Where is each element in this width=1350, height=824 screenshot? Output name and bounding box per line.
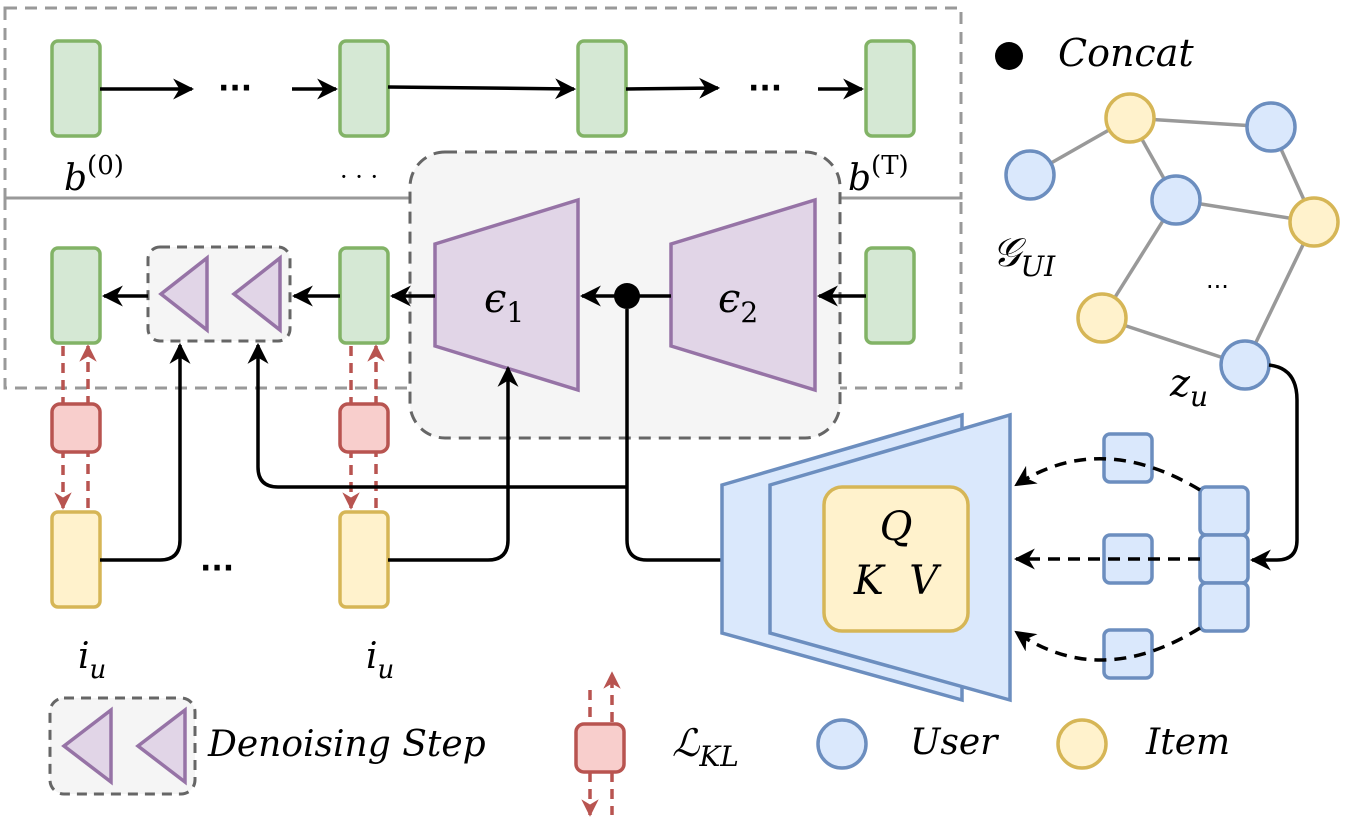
item-ellipsis: ··· [200, 551, 234, 586]
bT-label: b(T) [848, 151, 909, 199]
legend-item-label: Item [1145, 722, 1230, 763]
dashed-arrow-bottom [1014, 626, 1201, 662]
graph-user-node-zu [1219, 339, 1271, 391]
graph-user-node-3 [1150, 174, 1202, 226]
graph-label: 𝒢UI [992, 230, 1056, 283]
top-ellipsis-2: ··· [748, 71, 782, 106]
reverse-block-3 [864, 246, 916, 345]
item-block-1 [50, 510, 102, 609]
zu-label: zu [1169, 361, 1208, 413]
kl-box-2 [338, 402, 390, 454]
legend-denoise-triangle-1 [61, 706, 113, 786]
epsilon1-network [433, 197, 580, 393]
denoising-step-box [146, 245, 292, 343]
token-stack-2 [1198, 533, 1250, 585]
arrow-zu-to-tokens [1249, 363, 1299, 571]
top-arrow-3 [387, 78, 577, 100]
reverse-block-2 [338, 246, 390, 345]
token-1 [1102, 432, 1154, 484]
concat-legend-dot [995, 42, 1023, 70]
legend-denoising-box [48, 696, 197, 796]
item-block-2 [338, 510, 390, 609]
graph-item-node-1 [1104, 92, 1156, 144]
reverse-block-1 [50, 246, 102, 345]
graph-user-node-1 [1004, 149, 1056, 201]
token-stack-1 [1198, 485, 1250, 537]
denoise-triangle-1 [158, 254, 209, 334]
top-block-bT [864, 39, 916, 138]
denoise-triangle-2 [231, 254, 282, 334]
attention-q-label: Q [880, 504, 913, 550]
iu-label-2: iu [366, 636, 394, 685]
epsilon2-network [669, 197, 817, 393]
graph-item-node-2 [1288, 196, 1340, 248]
arrow-item2-to-eps1 [388, 365, 519, 562]
concat-label: Concat [1058, 31, 1194, 75]
epsilon2-label: ϵ2 [718, 276, 758, 329]
top-ellipsis-1: ··· [218, 71, 252, 106]
legend-user-node [816, 718, 868, 770]
top-block-3 [576, 39, 628, 138]
middle-ellipsis: · · · [340, 163, 378, 191]
graph-edges [1029, 116, 1316, 367]
legend-denoise-triangle-2 [135, 706, 187, 786]
graph-item-node-3 [1076, 292, 1128, 344]
token-stack-3 [1198, 581, 1250, 633]
top-block-b0 [50, 39, 102, 138]
legend-item-node [1056, 718, 1108, 770]
arrow-concat-to-step [247, 342, 627, 489]
legend-kl-box [574, 722, 626, 774]
graph-user-node-2 [1245, 101, 1297, 153]
line-encoder-to-concat [625, 309, 722, 562]
arrow-item1-to-step [100, 342, 191, 562]
kl-box-1 [50, 402, 102, 454]
attention-box [822, 485, 970, 633]
epsilon1-label: ϵ1 [484, 276, 524, 329]
legend-denoising-label: Denoising Step [207, 724, 486, 765]
dashed-arrow-top [1014, 456, 1201, 492]
token-3 [1102, 628, 1154, 680]
iu-label-1: iu [78, 636, 106, 685]
legend-kl-label: ℒKL [672, 721, 739, 773]
graph-ellipsis: ... [1206, 266, 1229, 294]
attention-kv-label: K V [853, 558, 942, 604]
b0-label: b(0) [64, 151, 124, 199]
top-block-2 [338, 39, 390, 138]
legend-user-label: User [910, 722, 999, 763]
top-arrow-4 [625, 77, 721, 99]
